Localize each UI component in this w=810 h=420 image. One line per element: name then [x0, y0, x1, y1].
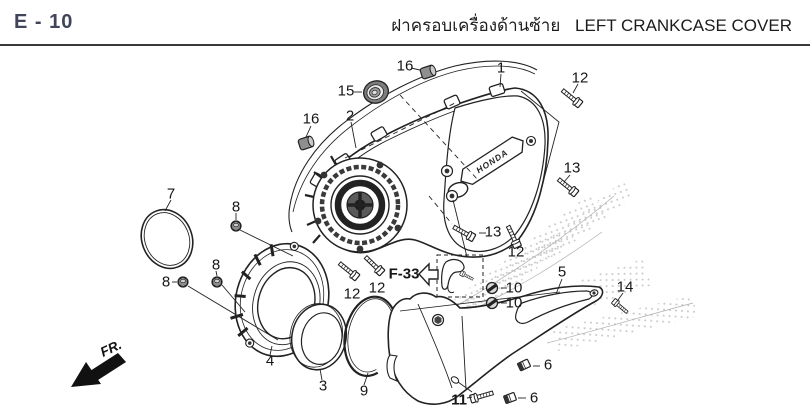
- leader-lines: [164, 67, 624, 399]
- f33-reference: [418, 199, 484, 298]
- crankcase-cover-part: HONDA: [304, 82, 560, 258]
- fr-direction-arrow: FR.: [71, 337, 126, 387]
- bearing-grommet-part: [362, 80, 390, 104]
- page-code: E - 10: [14, 11, 74, 33]
- page-title-english: LEFT CRANKCASE COVER: [575, 16, 792, 35]
- gasket-outline: [288, 60, 538, 233]
- fasteners: [177, 63, 630, 405]
- header: E - 10 ฝาครอบเครื่องด้านซ้าย LEFT CRANKC…: [0, 0, 810, 45]
- f33-arrow-icon: [418, 262, 439, 287]
- duct-cover-part: [386, 285, 604, 405]
- ring-band-part: [289, 303, 348, 371]
- header-divider: [0, 44, 810, 46]
- page-title: ฝาครอบเครื่องด้านซ้าย LEFT CRANKCASE COV…: [391, 12, 792, 39]
- set-spring-part: [343, 295, 399, 378]
- o-ring-part: [140, 208, 194, 270]
- page-title-thai: ฝาครอบเครื่องด้านซ้าย: [391, 16, 561, 35]
